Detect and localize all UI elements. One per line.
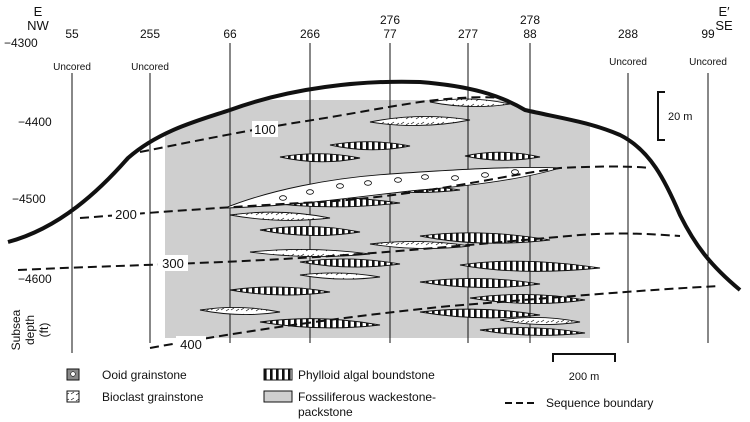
phylloid-lens [259, 225, 361, 237]
vertical-scale-label: 20 m [668, 111, 692, 123]
well-id: 266 [300, 27, 320, 41]
depth-tick-label: −4300 [4, 36, 38, 50]
sequence-label-100: 100 [254, 122, 276, 137]
well-id-secondary: 88 [523, 27, 537, 41]
legend-label-wackestone-line-1: Fossiliferous wackestone- [298, 390, 436, 404]
legend-label-bioclast: Bioclast grainstone [102, 390, 204, 404]
depth-tick-label: −4500 [12, 192, 46, 206]
section-start-direction: NW [27, 18, 49, 33]
phylloid-lens [279, 153, 361, 163]
well-id: 288 [618, 27, 638, 41]
phylloid-lens [479, 327, 586, 336]
bioclast-lens [199, 306, 281, 316]
well-id: 99 [701, 27, 715, 41]
mound-outline [7, 79, 742, 292]
sequence-label-300: 300 [162, 256, 184, 271]
legend-item-boundary: Sequence boundary [505, 396, 653, 410]
legend-label-ooid: Ooid grainstone [102, 368, 187, 382]
phylloid-lens [464, 151, 541, 161]
well-labels: 55 Uncored 255 Uncored 66 266 276 77 277… [53, 13, 727, 73]
well-lines [71, 43, 709, 353]
depth-axis-title-line-3: (ft) [37, 323, 51, 338]
bioclast-lens [499, 316, 581, 326]
depth-tick-label: −4400 [18, 115, 52, 129]
legend: Ooid grainstone Bioclast grainstone Phyl… [66, 368, 653, 419]
well-id: 276 [380, 13, 400, 27]
section-end-direction: SE [715, 18, 733, 33]
well-id: 277 [458, 27, 478, 41]
horizontal-scale-bar: 200 m [552, 353, 616, 383]
phylloid-lens [299, 258, 401, 268]
phylloid-lens [419, 232, 551, 244]
legend-label-boundary: Sequence boundary [546, 396, 653, 410]
legend-item-bioclast: Bioclast grainstone [66, 390, 204, 404]
depth-axis: −4300 −4400 −4500 −4600 Subsea depth (ft… [4, 36, 52, 350]
well-note: Uncored [131, 62, 169, 73]
phylloid-lens [419, 308, 541, 319]
sequence-label-400: 400 [180, 337, 202, 352]
section-start-label: E [34, 4, 43, 19]
phylloid-lens [229, 286, 331, 296]
legend-label-wackestone-line-2: packstone [298, 405, 353, 419]
bioclast-lens [369, 115, 471, 127]
sequence-boundaries [17, 96, 721, 349]
depth-axis-title-line-2: depth [23, 315, 37, 345]
well-id: 66 [223, 27, 237, 41]
horizontal-scale-label: 200 m [569, 371, 600, 383]
sequence-labels: 100 200 300 400 [112, 121, 278, 352]
bioclast-lens [299, 272, 381, 280]
section-end-label: E′ [718, 4, 730, 19]
well-note: Uncored [53, 62, 91, 73]
legend-item-ooid: Ooid grainstone [66, 368, 187, 382]
well-id: 255 [140, 27, 160, 41]
legend-label-phylloid: Phylloid algal boundstone [298, 368, 435, 382]
legend-item-wackestone: Fossiliferous wackestone- packstone [263, 390, 436, 419]
phylloid-lens [329, 141, 411, 151]
depth-axis-title-line-1: Subsea [9, 309, 23, 350]
vertical-scale-bar: 20 m [657, 91, 692, 141]
phylloid-lens [459, 260, 601, 272]
phylloid-lens [419, 277, 541, 289]
sequence-label-200: 200 [115, 207, 137, 222]
bioclast-lens [229, 211, 331, 221]
well-note: Uncored [689, 57, 727, 68]
depth-tick-label: −4600 [18, 272, 52, 286]
well-id: 278 [520, 13, 540, 27]
well-id: 55 [65, 27, 79, 41]
well-note: Uncored [609, 57, 647, 68]
well-id-secondary: 77 [383, 27, 397, 41]
legend-item-phylloid: Phylloid algal boundstone [263, 368, 435, 382]
